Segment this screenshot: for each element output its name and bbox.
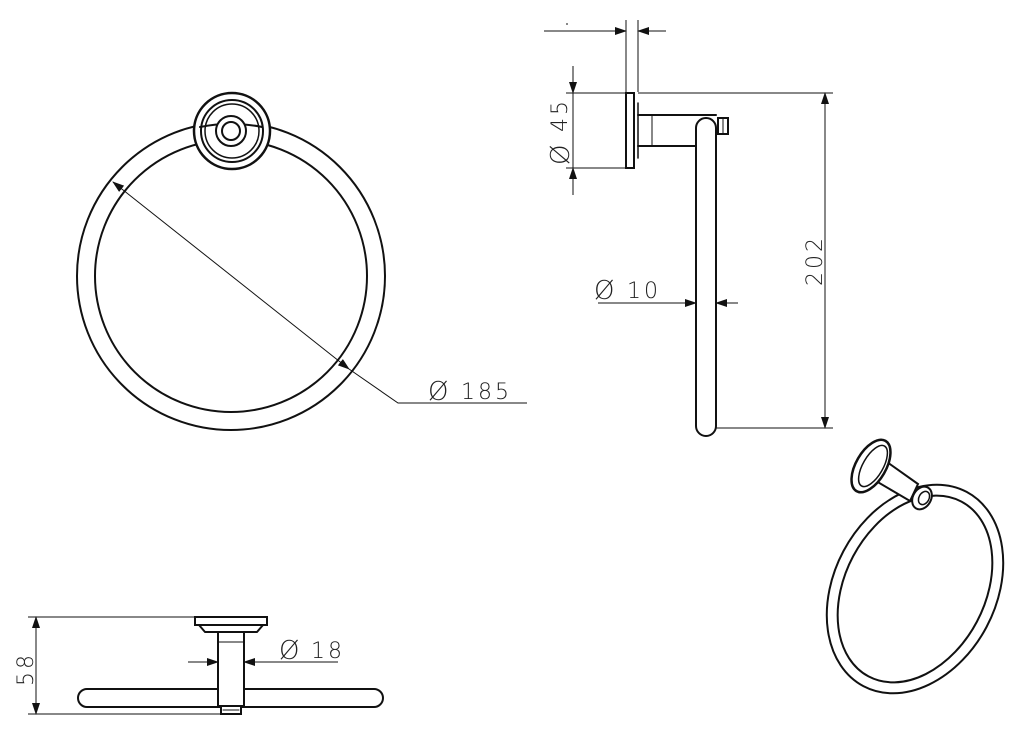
side-rod (695, 117, 717, 437)
iso-rose-inner (857, 444, 889, 488)
depth-label: 58 (14, 652, 39, 686)
top-view: Ø 18 58 (14, 616, 384, 715)
mount-rose-inner (200, 99, 264, 163)
base-diameter-label: 45 (548, 98, 573, 132)
ring-diameter-line (112, 181, 350, 370)
iso-rose-outer (850, 438, 892, 494)
top-base-bevel (198, 624, 264, 633)
iso-post-cap-inner (917, 490, 931, 506)
isometric-view (825, 438, 1005, 695)
post-end-inner (221, 121, 241, 141)
ring-diameter-label: 185 (461, 380, 512, 405)
rod-diameter-label: 10 (627, 279, 661, 304)
iso-ring-inner (836, 494, 994, 684)
side-base-plate (625, 92, 635, 169)
ring-diameter-symbol: Ø (428, 377, 451, 407)
post-end-outer (215, 115, 247, 147)
front-view: Ø 185 (76, 91, 527, 431)
side-view: Ø 45 Ø 10 202 (544, 20, 833, 437)
post-diameter-label: 18 (311, 639, 345, 664)
ring-diameter-leader (348, 368, 527, 404)
top-post (217, 631, 245, 707)
mount-rose-ring (204, 103, 260, 159)
rod-diameter-symbol: Ø (594, 276, 617, 306)
post-diameter-symbol: Ø (279, 636, 302, 666)
height-label: 202 (803, 235, 828, 286)
base-diameter-symbol: Ø (546, 142, 576, 165)
top-base-plate (194, 616, 268, 626)
iso-ring-outer (825, 483, 1005, 695)
